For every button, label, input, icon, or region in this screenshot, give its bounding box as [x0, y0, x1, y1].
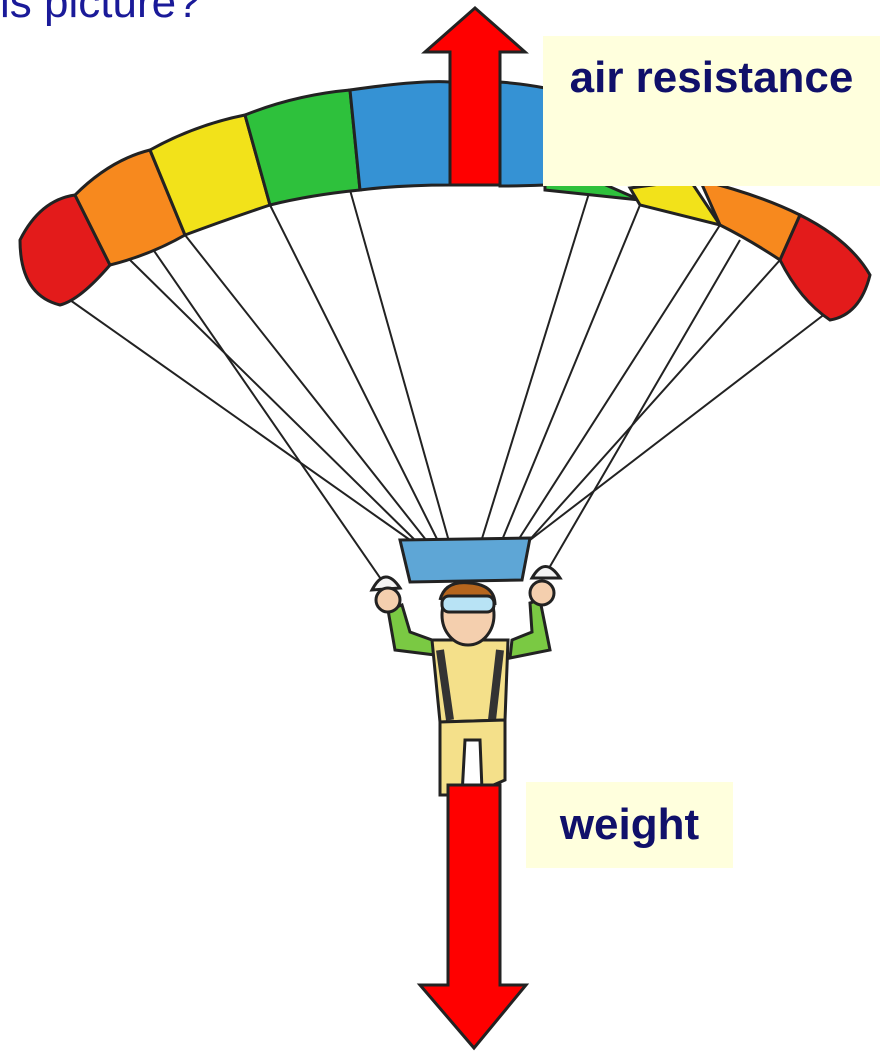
- air-resistance-text: air resistance: [570, 53, 854, 102]
- skydiver: [372, 567, 560, 796]
- weight-label: weight: [526, 782, 733, 868]
- riser-bar: [400, 538, 530, 582]
- weight-arrow: [420, 785, 526, 1048]
- weight-text: weight: [560, 800, 699, 849]
- air-resistance-label: air resistance: [543, 36, 880, 186]
- parachute-lines: [70, 190, 830, 585]
